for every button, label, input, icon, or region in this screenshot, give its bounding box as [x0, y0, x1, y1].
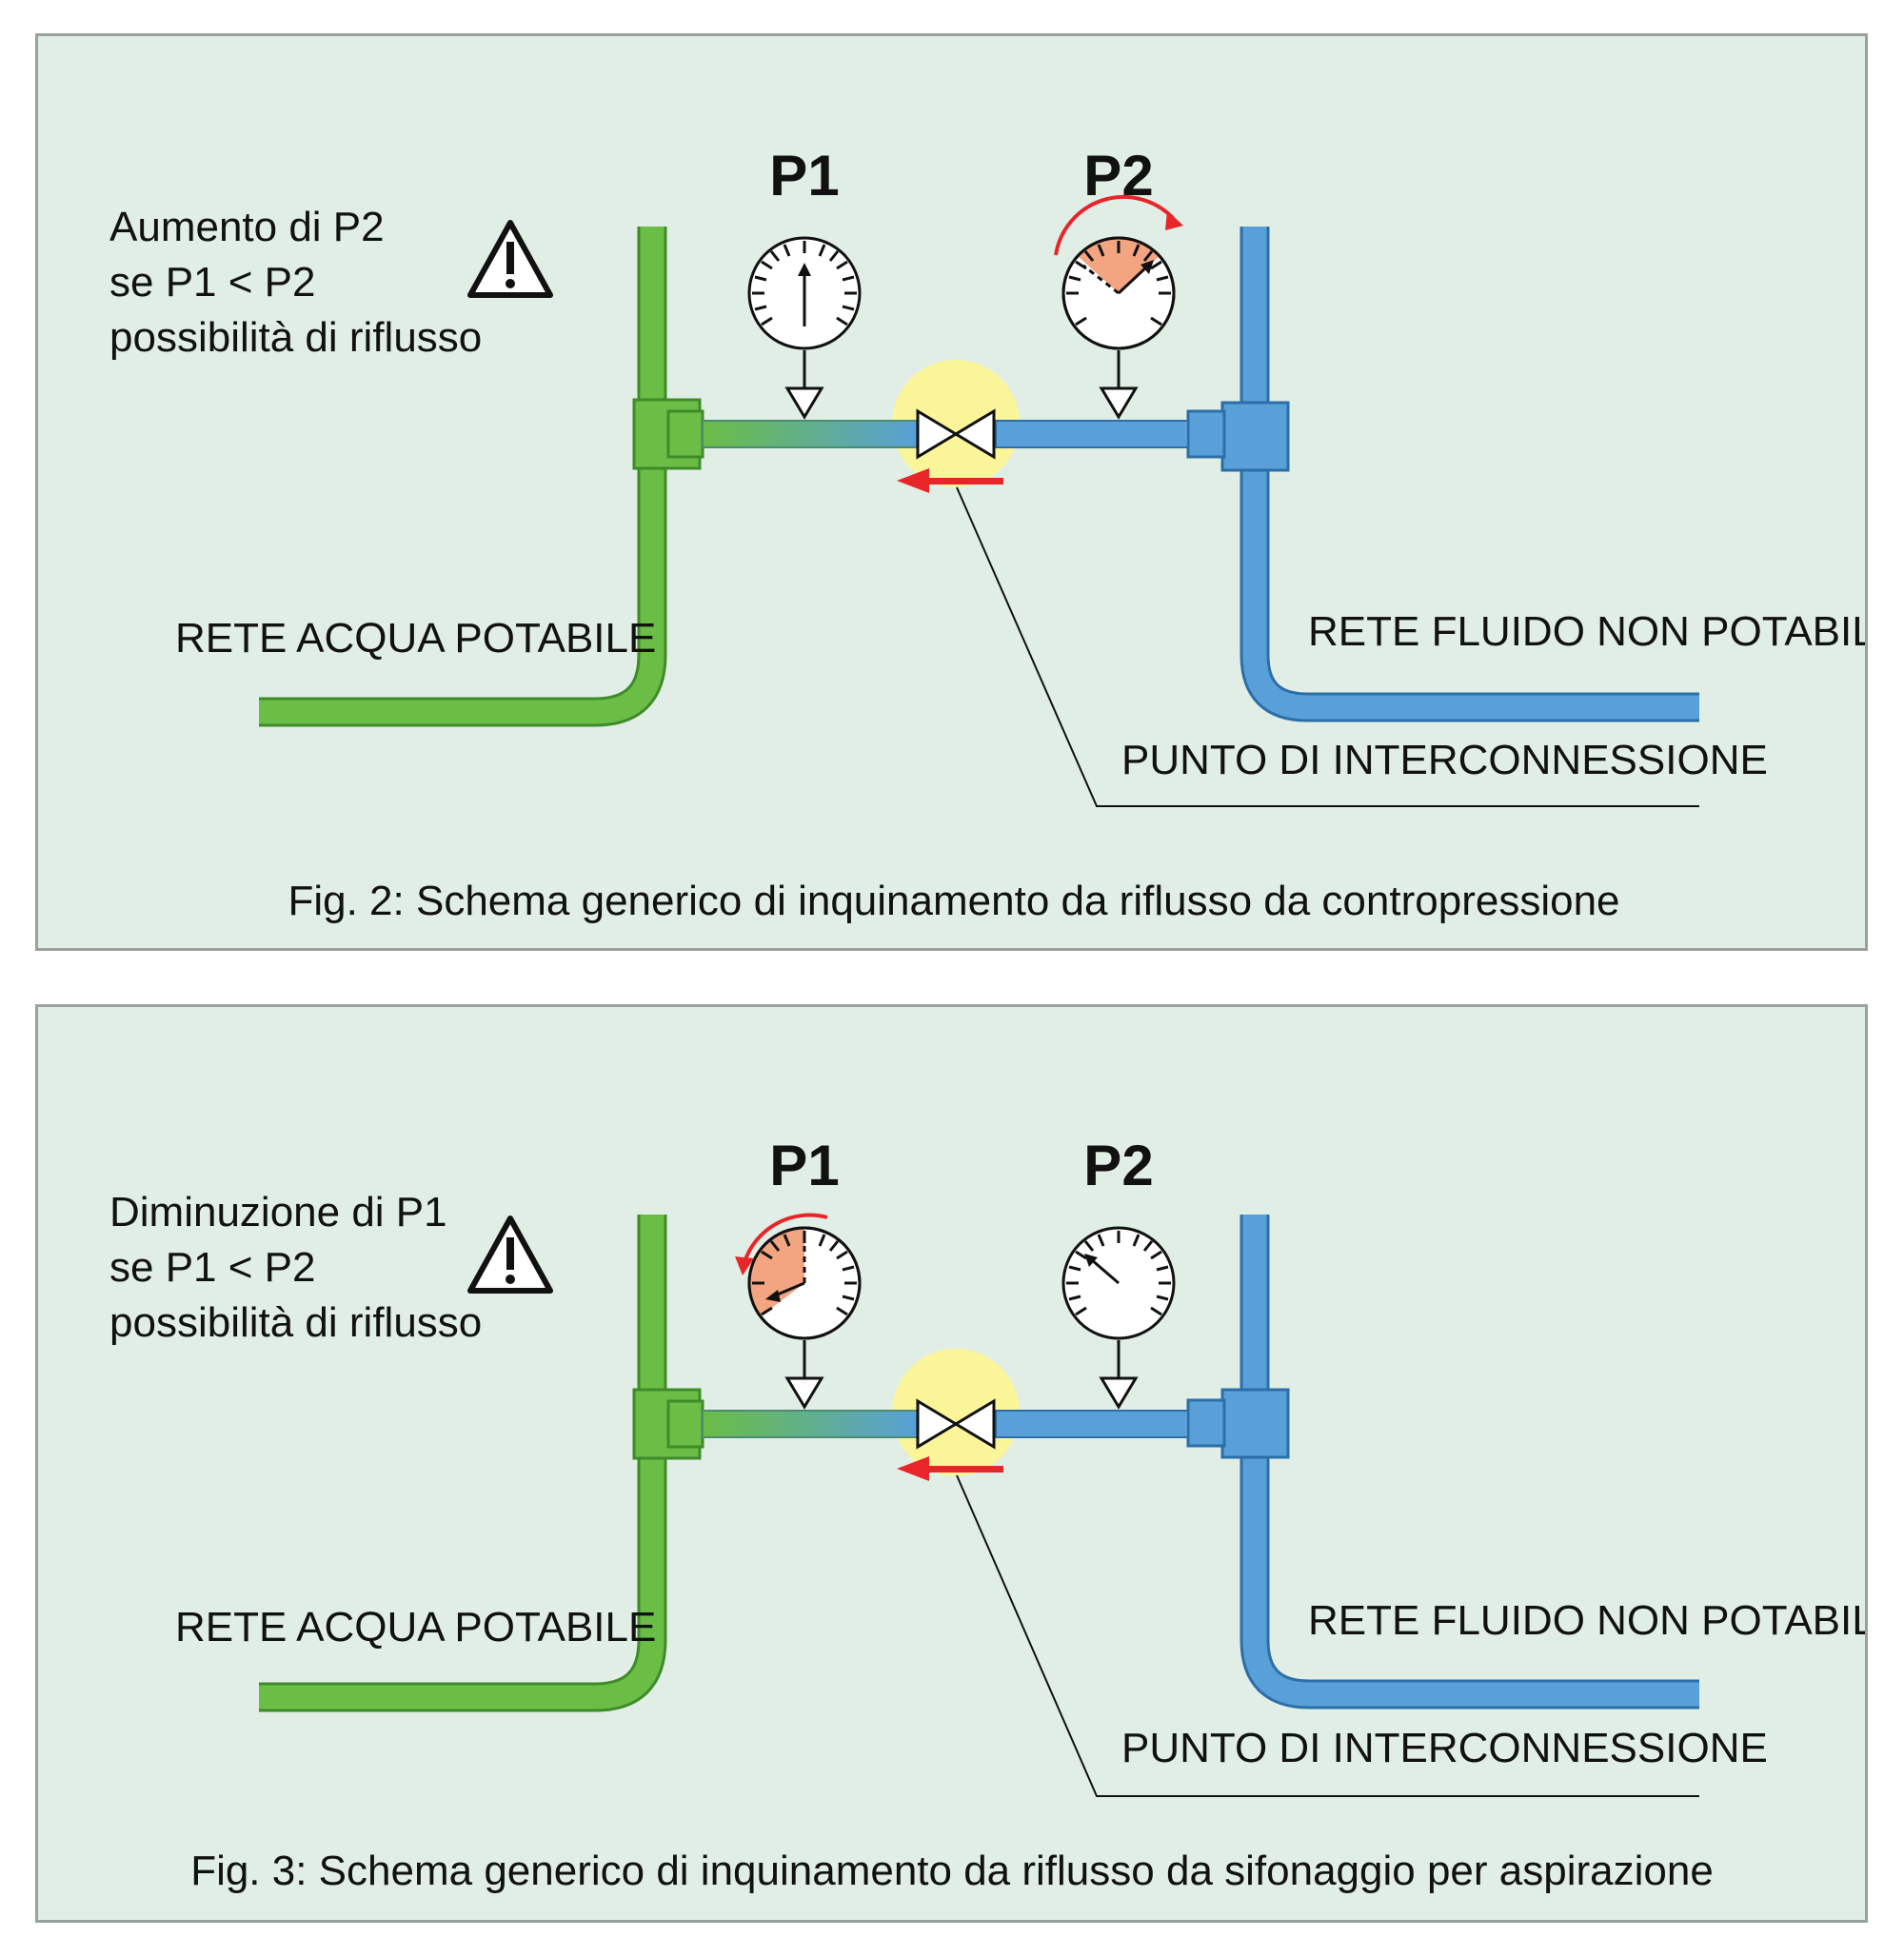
- warning-line-1: Aumento di P2: [109, 204, 385, 250]
- gauge-needle-icon: [765, 1290, 781, 1302]
- backflow-arrow-icon: [897, 1456, 1003, 1481]
- connection-pipe-right: [995, 420, 1189, 448]
- potable-network-label: RETE ACQUA POTABILE: [175, 1604, 656, 1651]
- gauge-needle-icon: [798, 263, 811, 276]
- decrease-arrow-icon: [743, 1213, 828, 1263]
- potable-network-label: RETE ACQUA POTABILE: [175, 615, 656, 662]
- potable-pipe: [259, 227, 704, 727]
- p1-label: P1: [769, 1134, 839, 1197]
- figure-panel-2: Aumento di P2 se P1 < P2 possibilità di …: [35, 33, 1868, 951]
- p2-alert-sector: [1078, 237, 1160, 293]
- p1-alert-sector: [749, 1228, 804, 1316]
- non-potable-network-label: RETE FLUIDO NON POTABILE: [1308, 1597, 1865, 1644]
- non-potable-pipe: [1186, 227, 1699, 722]
- figure-caption: Fig. 2: Schema generico di inquinamento …: [288, 878, 1619, 924]
- increase-arrow-icon: [1054, 195, 1175, 256]
- p2-label: P2: [1083, 1134, 1153, 1197]
- non-potable-network-label: RETE FLUIDO NON POTABILE: [1308, 608, 1865, 655]
- gauge-needle-icon: [1084, 1254, 1098, 1267]
- p1-label: P1: [769, 144, 839, 208]
- warning-line-1: Diminuzione di P1: [109, 1189, 447, 1235]
- p1-gauge: [735, 1213, 862, 1410]
- valve-icon: [916, 408, 996, 460]
- warning-line-2: se P1 < P2: [109, 1244, 315, 1291]
- interconnection-label: PUNTO DI INTERCONNESSIONE: [1121, 1725, 1768, 1771]
- warning-triangle-icon: [467, 220, 553, 298]
- interconnection-leader-line: [956, 486, 1699, 807]
- interconnection-leader-line: [956, 1474, 1699, 1797]
- figure-panel-3: Diminuzione di P1 se P1 < P2 possibilità…: [35, 1004, 1868, 1923]
- warning-line-2: se P1 < P2: [109, 259, 315, 306]
- warning-line-3: possibilità di riflusso: [109, 1299, 482, 1346]
- warning-line-3: possibilità di riflusso: [109, 314, 482, 361]
- p2-gauge: [1054, 195, 1183, 420]
- warning-triangle-icon: [467, 1216, 553, 1294]
- connection-pipe-left: [702, 420, 919, 448]
- interconnection-highlight: [892, 360, 1020, 487]
- connection-pipe-right: [995, 1410, 1189, 1438]
- potable-pipe: [259, 1215, 704, 1712]
- backflow-diagram-2: Aumento di P2 se P1 < P2 possibilità di …: [109, 144, 1865, 924]
- interconnection-label: PUNTO DI INTERCONNESSIONE: [1121, 737, 1768, 783]
- valve-icon: [916, 1398, 996, 1450]
- figure-caption: Fig. 3: Schema generico di inquinamento …: [190, 1848, 1714, 1894]
- backflow-diagram-3: Diminuzione di P1 se P1 < P2 possibilità…: [109, 1134, 1865, 1894]
- non-potable-pipe: [1186, 1215, 1699, 1710]
- connection-pipe-left: [702, 1410, 919, 1438]
- p2-gauge: [1061, 1226, 1176, 1410]
- p1-gauge: [747, 236, 862, 420]
- gauge-needle-icon: [1140, 260, 1154, 274]
- backflow-arrow-icon: [897, 468, 1003, 493]
